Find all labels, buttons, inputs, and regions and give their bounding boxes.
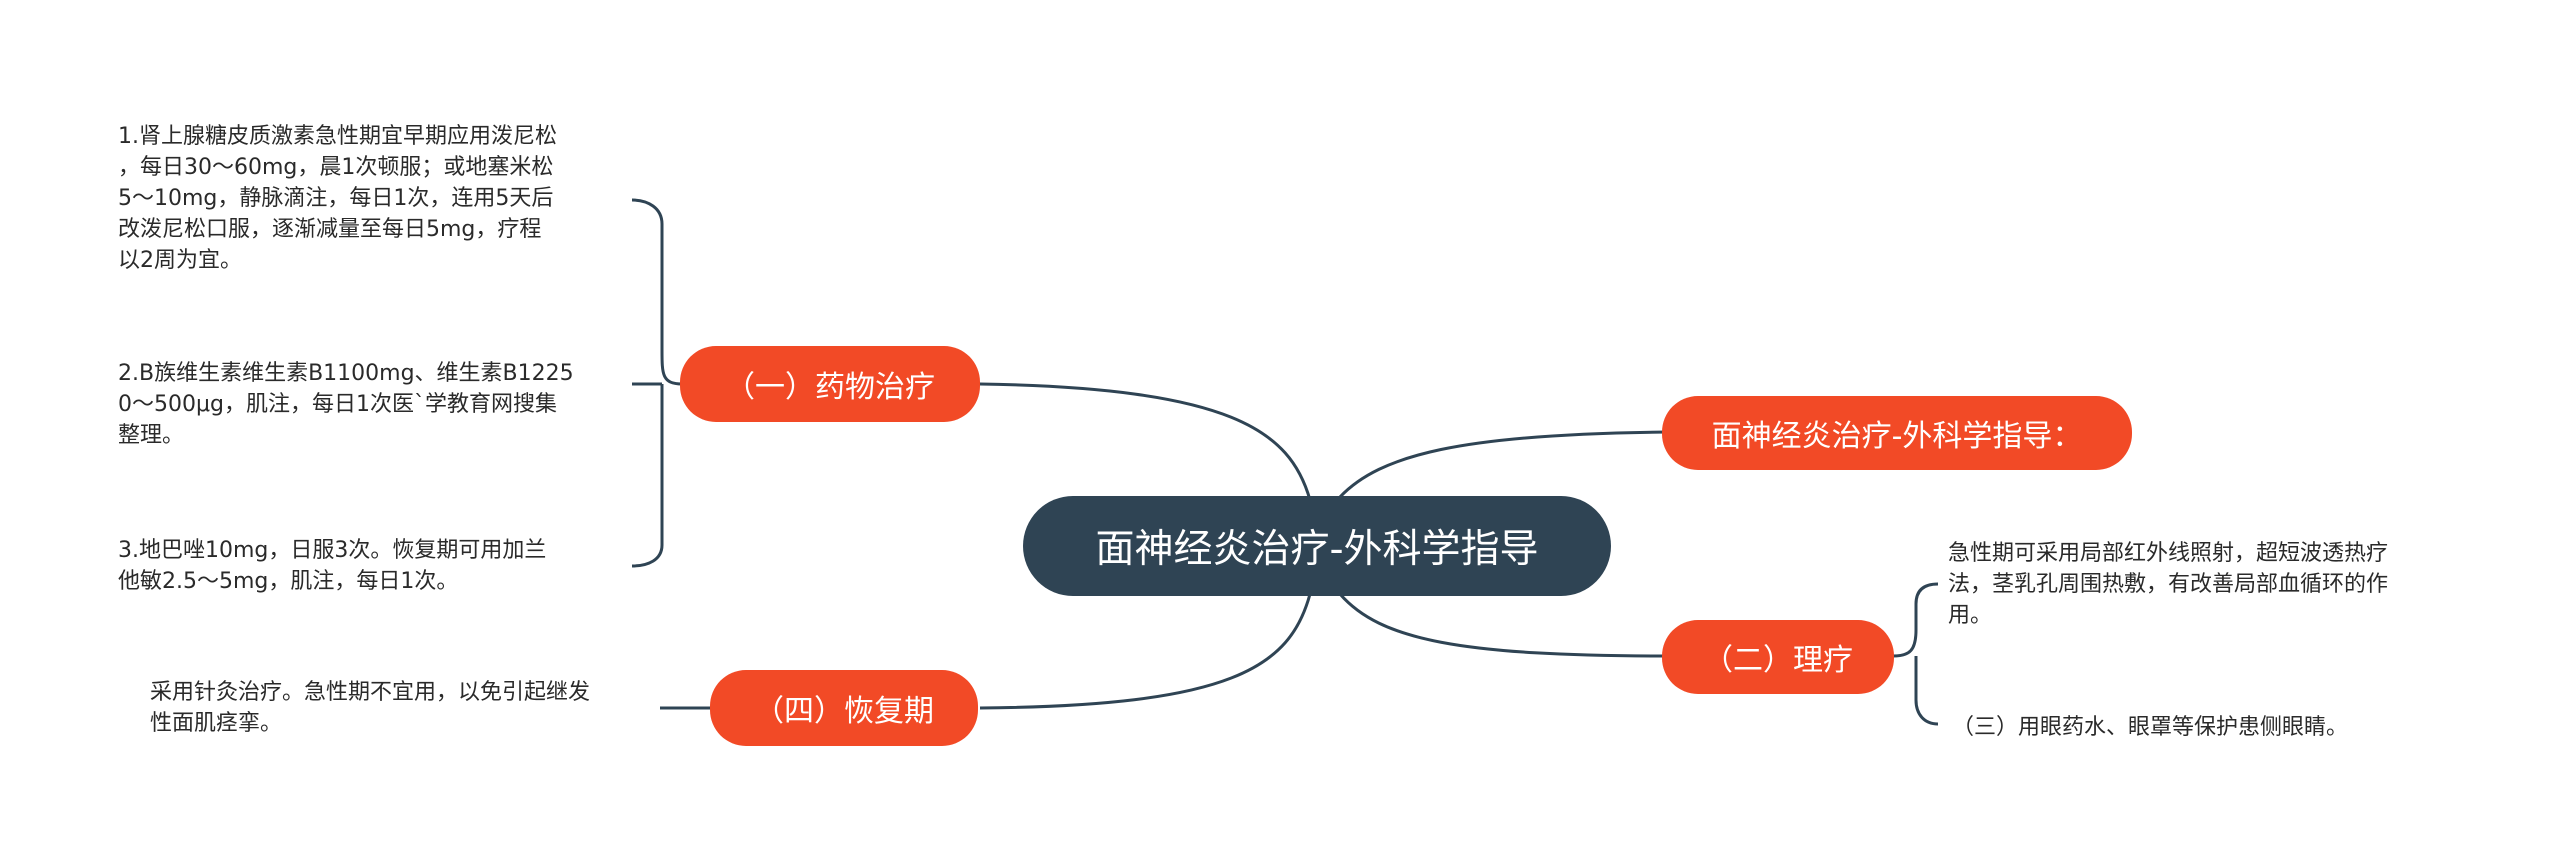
bracket-drug <box>631 198 683 568</box>
link-root-recovery <box>979 593 1312 710</box>
branch-recovery-label: （四）恢复期 <box>754 694 934 729</box>
leaf-drug-1: 1.肾上腺糖皮质激素急性期宜早期应用泼尼松 ，每日30～60mg，晨1次顿服；或… <box>118 124 557 273</box>
branch-guide-label: 面神经炎治疗-外科学指导： <box>1711 419 2083 454</box>
root-label: 面神经炎治疗-外科学指导 <box>1095 527 1539 572</box>
link-root-physio <box>1338 593 1669 658</box>
branch-drug-therapy[interactable]: （一）药物治疗 <box>680 346 980 422</box>
branch-physio-label: （二）理疗 <box>1703 643 1853 678</box>
root-node[interactable]: 面神经炎治疗-外科学指导 <box>1023 496 1611 596</box>
branch-drug-label: （一）药物治疗 <box>725 370 935 405</box>
leaf-physio-2: （三）用眼药水、眼罩等保护患侧眼睛。 <box>1952 715 2349 740</box>
leaf-recovery-1: 采用针灸治疗。急性期不宜用，以免引起继发 性面肌痉挛。 <box>150 680 591 736</box>
bracket-physio <box>1892 582 1939 726</box>
link-root-drug <box>979 382 1312 501</box>
branch-guide[interactable]: 面神经炎治疗-外科学指导： <box>1662 396 2132 470</box>
branch-recovery[interactable]: （四）恢复期 <box>710 670 978 746</box>
leaf-drug-3: 3.地巴唑10mg，日服3次。恢复期可用加兰 他敏2.5～5mg，肌注，每日1次… <box>118 538 547 594</box>
leaf-drug-2: 2.B族维生素维生素B1100mg、维生素B1225 0～500μg，肌注，每日… <box>118 361 574 448</box>
link-root-guide <box>1338 430 1669 499</box>
branch-physio[interactable]: （二）理疗 <box>1662 620 1894 694</box>
leaf-physio-1: 急性期可采用局部红外线照射，超短波透热疗 法，茎乳孔周围热敷，有改善局部血循环的… <box>1948 541 2389 628</box>
